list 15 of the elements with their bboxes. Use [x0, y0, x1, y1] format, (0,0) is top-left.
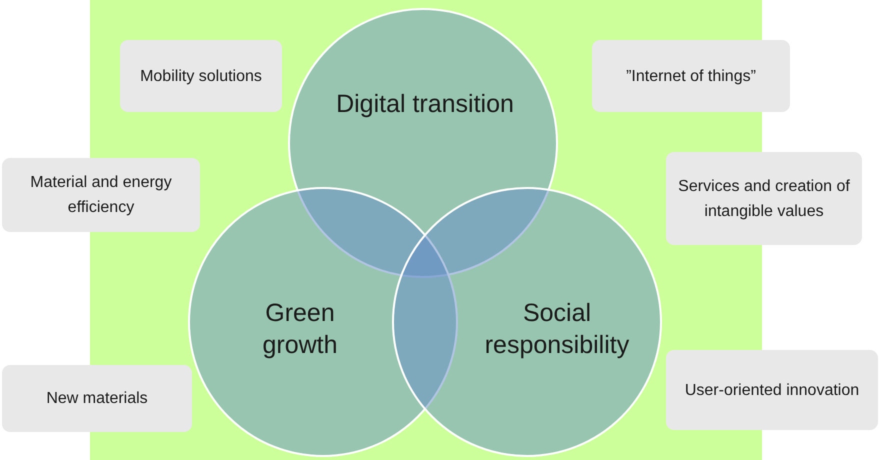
topic-box [666, 152, 862, 245]
topic-box [666, 350, 878, 430]
topic-label: New materials [46, 389, 148, 409]
circle-label: Green growth [261, 298, 339, 361]
topic-box [120, 40, 282, 112]
topic-box [2, 158, 200, 232]
topic-label: Services and creation of intangible values [677, 176, 851, 222]
circle-label: Digital transition [335, 89, 515, 120]
topic-box [2, 365, 192, 432]
topic-label: Mobility solutions [140, 66, 262, 86]
topic-box [592, 40, 790, 112]
topic-label: ”Internet of things” [626, 66, 756, 86]
circle-label: Social responsibility [484, 298, 630, 361]
topic-label: User-oriented innovation [684, 380, 860, 400]
topic-label: Material and energy efficiency [29, 173, 173, 218]
